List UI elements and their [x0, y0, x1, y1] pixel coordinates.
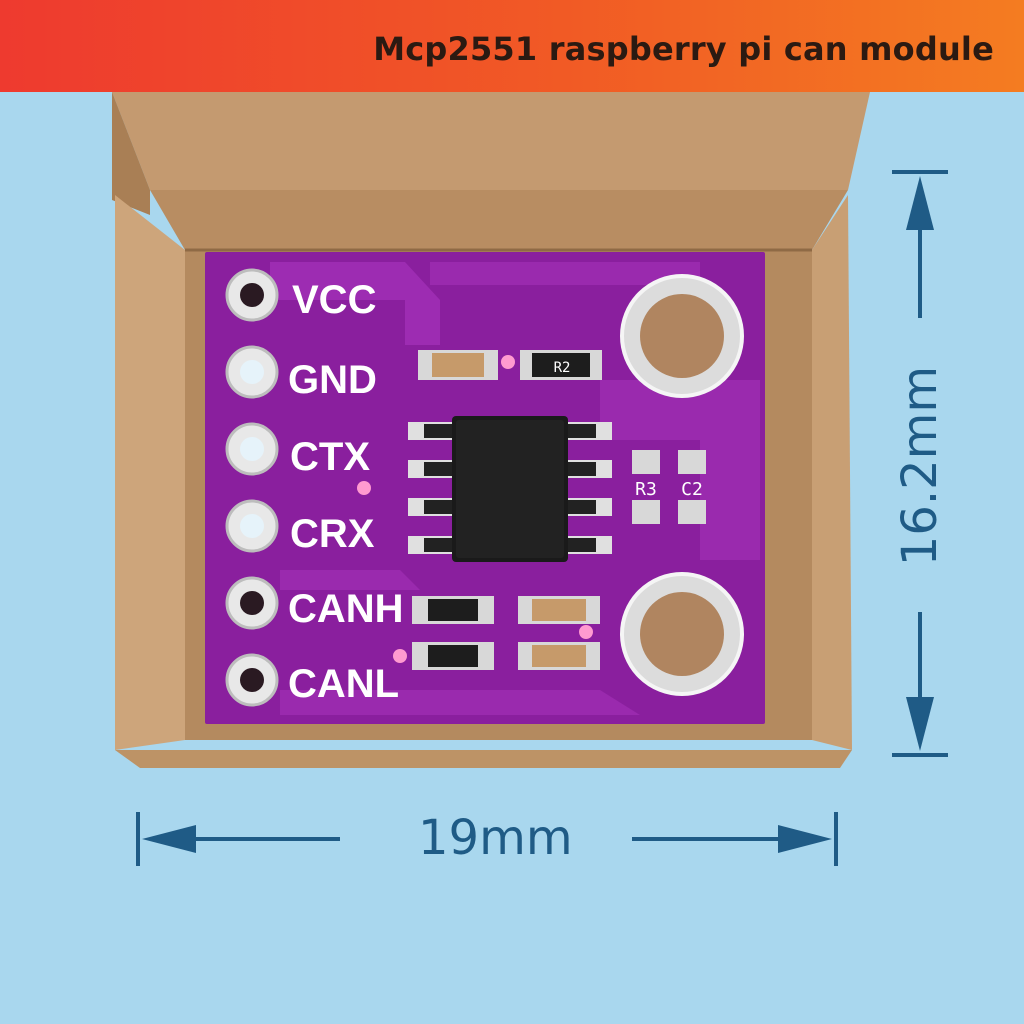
- pin-label-canh: CANH: [288, 587, 404, 631]
- width-label: 19mm: [418, 810, 573, 866]
- height-label: 16.2mm: [892, 365, 948, 567]
- box-left-wall: [115, 195, 185, 750]
- smd-bottom: [412, 596, 600, 670]
- pin-label-ctx: CTX: [290, 435, 370, 479]
- box-back-flap: [112, 92, 870, 190]
- pin-label-gnd: GND: [288, 358, 377, 402]
- mounting-holes: [620, 274, 744, 696]
- box-left-fold: [112, 92, 150, 215]
- smd-right: [632, 450, 706, 524]
- pcb-trace: [280, 570, 420, 590]
- chip-top: [456, 420, 564, 558]
- pin-label-vcc: VCC: [292, 278, 376, 322]
- pin-holes: [225, 268, 279, 707]
- banner-title: Mcp2551 raspberry pi can module: [373, 30, 994, 68]
- pin-label-canl: CANL: [288, 662, 399, 706]
- box-front-lip: [115, 750, 852, 768]
- silkscreen-r3: R3: [635, 479, 657, 500]
- width-dimension: [136, 812, 838, 866]
- pcb-trace: [280, 690, 640, 715]
- ic-pins: [424, 424, 596, 552]
- pcb-trace: [600, 380, 760, 560]
- pcb-trace: [270, 262, 440, 345]
- height-dimension: [892, 170, 948, 757]
- silkscreen-r2: R2: [554, 360, 571, 376]
- pin-label-crx: CRX: [290, 512, 375, 556]
- box-right-wall: [812, 195, 852, 750]
- pcb-trace: [430, 262, 700, 285]
- silkscreen-c2: C2: [681, 479, 703, 500]
- box-back-wall: [150, 190, 848, 250]
- title-banner: Mcp2551 raspberry pi can module: [0, 0, 1024, 92]
- smd-top: [418, 350, 602, 380]
- status-dots: [357, 355, 593, 663]
